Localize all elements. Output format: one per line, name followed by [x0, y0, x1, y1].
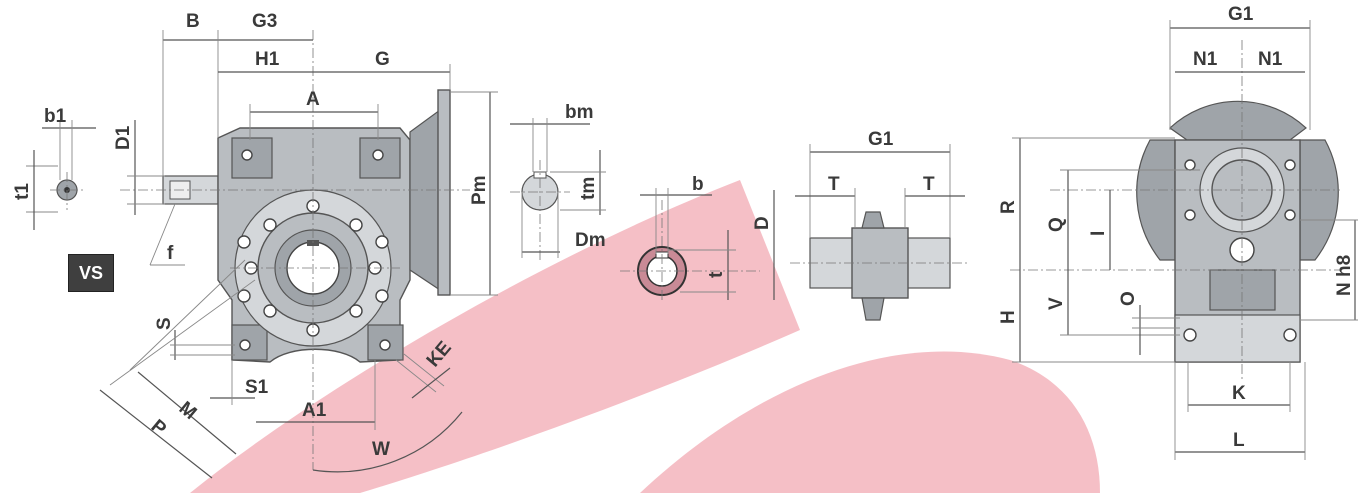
- label-G1-right: G1: [1228, 4, 1254, 25]
- gearbox-side-view: [1010, 40, 1340, 380]
- label-K: K: [1232, 383, 1246, 404]
- label-G1-middle: G1: [868, 129, 894, 150]
- label-bm: bm: [565, 102, 594, 123]
- label-G3: G3: [252, 11, 277, 32]
- label-b1: b1: [44, 106, 67, 127]
- label-T-right: T: [923, 174, 935, 195]
- label-f: f: [167, 243, 174, 264]
- gearbox-front-view: [120, 30, 470, 470]
- label-KE: KE: [423, 337, 456, 371]
- input-shaft-section: [26, 120, 96, 230]
- label-V: V: [1046, 297, 1067, 310]
- label-N1-left: N1: [1193, 49, 1218, 70]
- label-W: W: [372, 439, 390, 460]
- label-H: H: [998, 310, 1019, 324]
- vs-badge: VS: [68, 254, 114, 292]
- hollow-shaft-section: [620, 188, 775, 300]
- label-R: R: [998, 200, 1019, 214]
- label-t: t: [706, 271, 727, 278]
- label-L: L: [1233, 430, 1245, 451]
- label-tm: tm: [578, 177, 599, 200]
- label-H1: H1: [255, 49, 280, 70]
- label-S: S: [154, 317, 175, 330]
- label-S1: S1: [245, 377, 269, 398]
- label-Dm: Dm: [575, 230, 606, 251]
- label-T-left: T: [828, 174, 840, 195]
- label-A1: A1: [302, 400, 327, 421]
- label-N-h8: N h8: [1334, 255, 1355, 296]
- label-I: I: [1088, 231, 1109, 236]
- label-t1: t1: [12, 183, 33, 200]
- front-view-dimensions: [99, 30, 498, 479]
- label-N1-right: N1: [1258, 49, 1283, 70]
- label-B: B: [186, 11, 200, 32]
- label-M: M: [175, 398, 201, 424]
- side-view-dimensions: [1012, 20, 1358, 460]
- label-P: P: [147, 416, 170, 440]
- label-b: b: [692, 174, 704, 195]
- output-shaft-view: [790, 144, 970, 321]
- label-O: O: [1118, 291, 1139, 306]
- motor-shaft-section: [510, 118, 606, 260]
- vs-badge-label: VS: [78, 263, 103, 283]
- label-D1: D1: [113, 125, 134, 150]
- label-Q: Q: [1046, 217, 1067, 232]
- label-G: G: [375, 49, 390, 70]
- label-D: D: [752, 216, 773, 230]
- label-Pm: Pm: [469, 175, 490, 205]
- label-A: A: [306, 89, 320, 110]
